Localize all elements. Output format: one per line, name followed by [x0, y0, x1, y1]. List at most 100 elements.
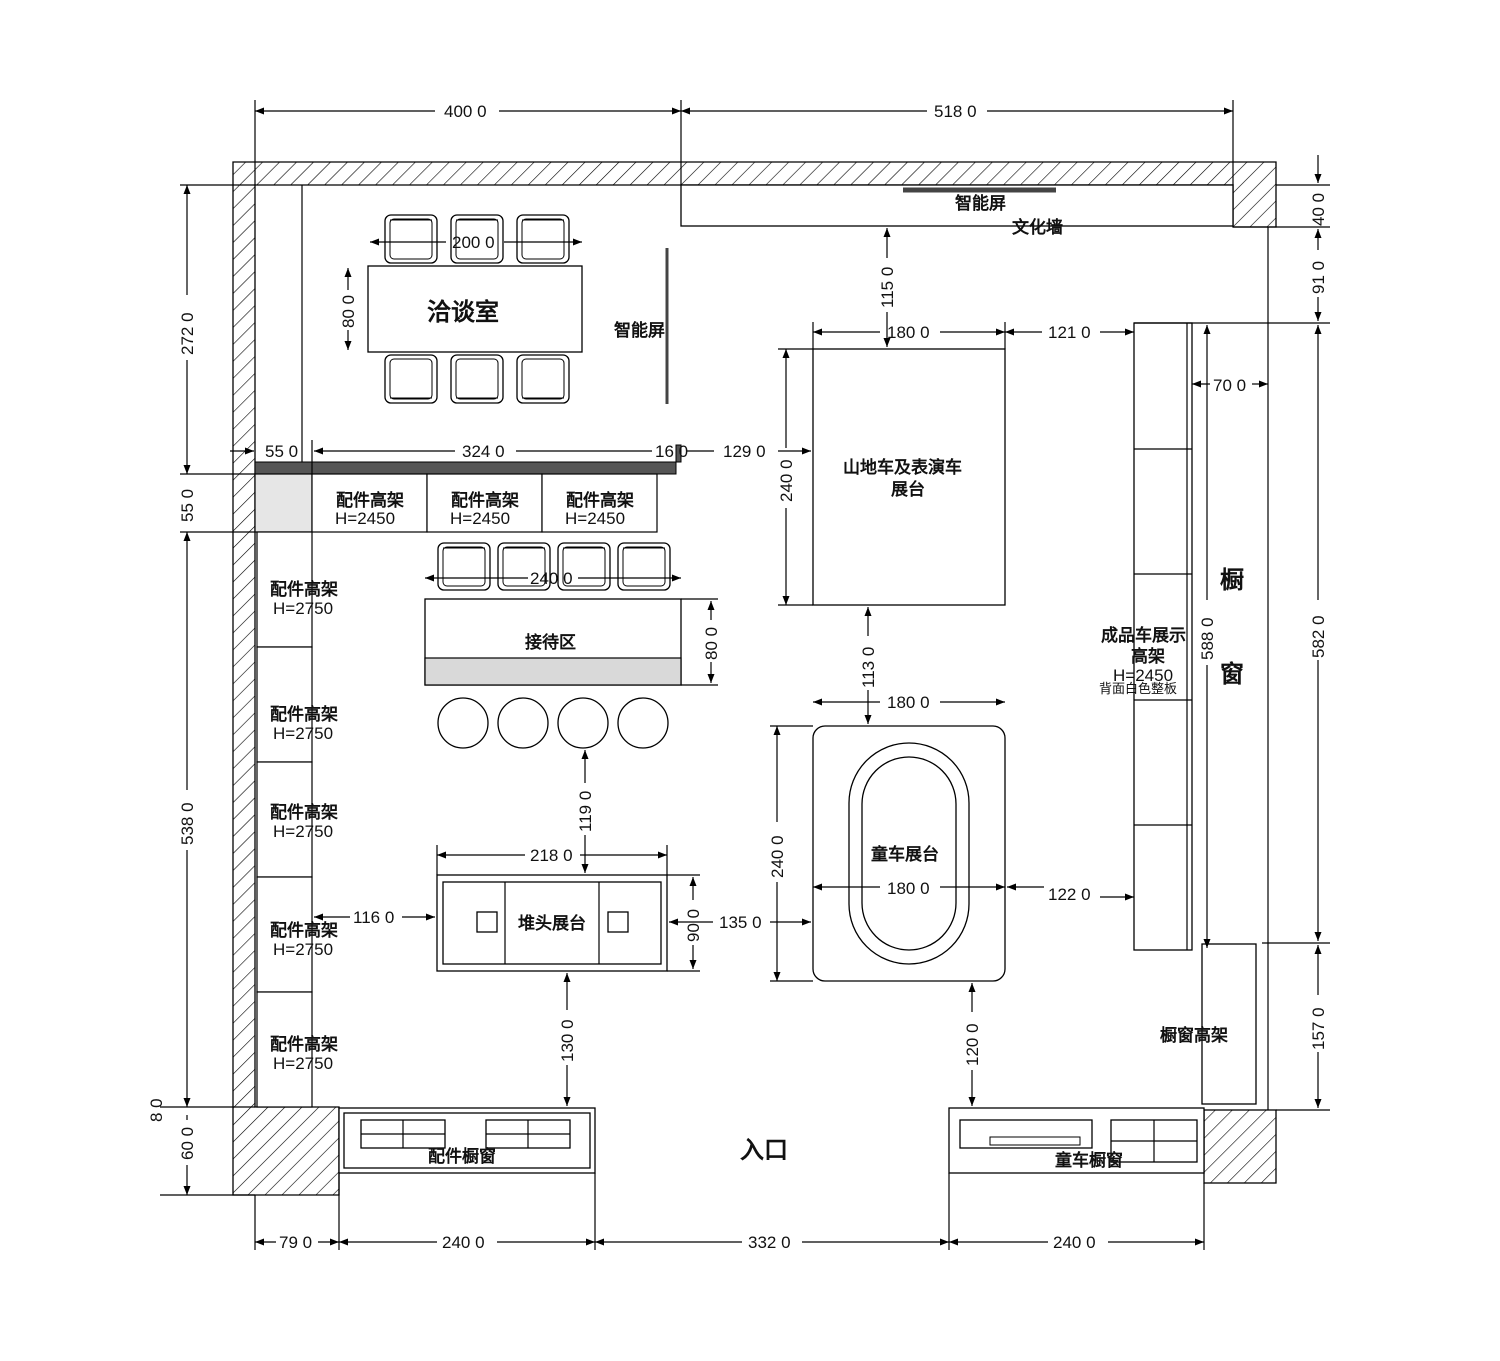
shelf-left-height: H=2750 — [273, 1054, 333, 1073]
mtb-label-1: 山地车及表演车 — [843, 457, 962, 478]
chair-icon — [450, 354, 504, 404]
dim-shelf-offset: 55 0 — [265, 442, 298, 461]
chair-icon — [384, 214, 438, 264]
chair-icon — [384, 354, 438, 404]
dim-top-right: 518 0 — [934, 102, 977, 121]
finished-bike-height: H=2450 — [1113, 666, 1173, 685]
reception-label: 接待区 — [525, 632, 576, 653]
dim-kids-right: 122 0 — [1048, 885, 1091, 904]
dimension-labels: 400 0 518 0 200 0 80 0 272 0 55 0 538 0 … — [147, 102, 1328, 1252]
kids-platform: 童车展台 — [812, 725, 1006, 982]
shelf-top-height: H=2450 — [565, 509, 625, 528]
dim-bottom-3: 332 0 — [748, 1233, 791, 1252]
shelf-left-name: 配件高架 — [270, 1034, 338, 1055]
endcap-label: 堆头展台 — [518, 913, 586, 934]
dim-left-small: 8 0 — [147, 1098, 166, 1122]
dim-endcap-h: 90 0 — [684, 909, 703, 942]
dim-right-lower: 157 0 — [1309, 1007, 1328, 1050]
dimension-lines — [160, 100, 1330, 1250]
shelf-left-height: H=2750 — [273, 724, 333, 743]
kids-window: 童车橱窗 — [948, 1107, 1205, 1174]
kids-window-label: 童车橱窗 — [1055, 1150, 1123, 1171]
chair-icon — [450, 214, 504, 264]
shelf-left-height: H=2750 — [273, 940, 333, 959]
dim-left-upper: 272 0 — [178, 312, 197, 355]
finished-bike-label-1: 成品车展示 — [1101, 625, 1186, 646]
entrance-label: 入口 — [740, 1136, 788, 1164]
culture-wall-area: 智能屏 文化墙 — [680, 184, 1234, 238]
accessory-window-label: 配件橱窗 — [428, 1146, 496, 1167]
shelf-left-name: 配件高架 — [270, 579, 338, 600]
dim-shelf-gap: 16 0 — [655, 442, 688, 461]
chair-icon — [617, 542, 671, 591]
dim-stools-to-endcap: 119 0 — [576, 791, 595, 832]
dim-left-bottom: 60 0 — [178, 1127, 197, 1160]
endcap-platform: 堆头展台 — [436, 874, 668, 972]
walls — [232, 161, 1277, 1196]
shelf-left-height: H=2750 — [273, 599, 333, 618]
dim-bottom-1: 79 0 — [279, 1233, 312, 1252]
meeting-room-label: 洽谈室 — [427, 298, 499, 326]
accessory-window: 配件橱窗 — [338, 1107, 596, 1174]
dim-mtb-right: 121 0 — [1048, 323, 1091, 342]
chair-icon — [516, 214, 570, 264]
dim-kids-w-top: 180 0 — [887, 693, 930, 712]
dim-mtb-h: 240 0 — [777, 459, 796, 502]
dim-bottom-2: 240 0 — [442, 1233, 485, 1252]
stool — [617, 697, 669, 749]
dim-table-h: 80 0 — [339, 295, 358, 328]
dim-left-lower: 538 0 — [178, 802, 197, 845]
dim-finished-len: 588 0 — [1198, 617, 1217, 660]
shelf-top-height: H=2450 — [335, 509, 395, 528]
meeting-chairs-bottom — [384, 354, 570, 404]
mtb-platform: 山地车及表演车 展台 — [812, 348, 1006, 606]
meeting-room: 洽谈室 智能屏 — [301, 185, 669, 462]
meeting-chairs-top — [384, 214, 570, 264]
dim-kids-w-mid: 180 0 — [887, 879, 930, 898]
dim-left-mid: 55 0 — [178, 489, 197, 522]
shelf-left-name: 配件高架 — [270, 802, 338, 823]
smart-screen-side-label: 智能屏 — [614, 320, 665, 341]
wall-bottom-right — [1203, 1109, 1277, 1184]
dim-kids-h: 240 0 — [768, 835, 787, 878]
dim-top-left: 400 0 — [444, 102, 487, 121]
dim-table-w: 200 0 — [452, 233, 495, 252]
window-shelf-label: 橱窗高架 — [1160, 1025, 1228, 1046]
finished-bike-label-2: 高架 — [1131, 646, 1165, 667]
wall-top — [232, 161, 1277, 1196]
window-label-1: 橱 — [1220, 566, 1244, 594]
dim-endcap-left: 116 0 — [353, 908, 394, 927]
dim-right-mid: 582 0 — [1309, 615, 1328, 658]
shelf-top-name: 配件高架 — [336, 490, 404, 511]
kids-platform-label: 童车展台 — [871, 844, 939, 865]
dim-gap-to-mtb: 129 0 — [723, 442, 766, 461]
shelf-left-height: H=2750 — [273, 822, 333, 841]
finished-bike-note: 背面白色整板 — [1099, 681, 1177, 697]
accessory-shelves-left: 配件高架H=2750配件高架H=2750配件高架H=2750配件高架H=2750… — [256, 531, 338, 1108]
finished-bike-shelf: 成品车展示 高架 H=2450 背面白色整板 橱 窗 橱窗高架 — [1099, 322, 1257, 1105]
dim-endcap-right: 135 0 — [719, 913, 762, 932]
dim-shelf-len: 324 0 — [462, 442, 505, 461]
shelf-left-name: 配件高架 — [270, 920, 338, 941]
chair-icon — [437, 542, 491, 591]
dim-endcap-bottom: 130 0 — [558, 1019, 577, 1062]
stool — [557, 697, 609, 749]
dim-reception-h: 80 0 — [702, 627, 721, 660]
stool — [497, 697, 549, 749]
dim-reception-w: 240 0 — [530, 569, 573, 588]
stool — [437, 697, 489, 749]
dim-endcap-w: 218 0 — [530, 846, 573, 865]
dim-right-upper: 91 0 — [1309, 261, 1328, 294]
shelf-top-name: 配件高架 — [566, 490, 634, 511]
chair-icon — [516, 354, 570, 404]
